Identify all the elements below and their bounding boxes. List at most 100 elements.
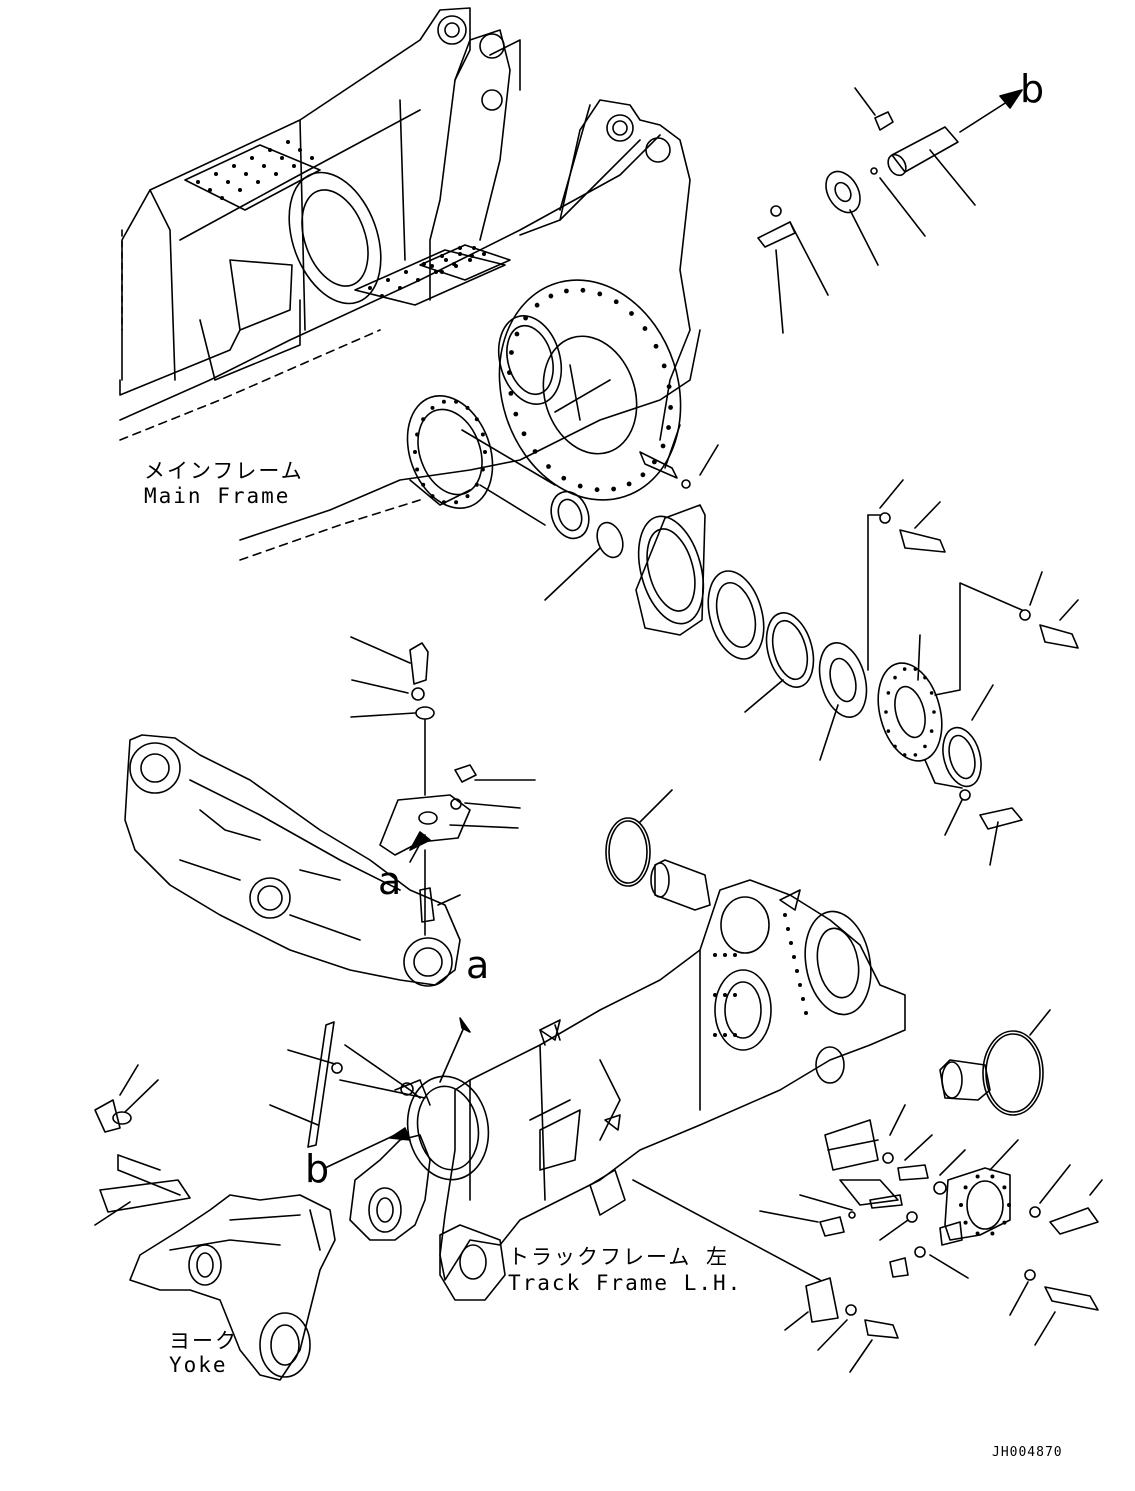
bolt-hole — [465, 405, 470, 410]
main-frame-label-ja: メインフレーム — [144, 459, 304, 483]
main-frame-assembly — [120, 8, 708, 560]
bolt-hole — [893, 675, 897, 680]
bolt-hole — [713, 1033, 717, 1037]
bolt-hole — [430, 405, 435, 410]
bolt-hole — [532, 449, 538, 454]
bolt-hole — [913, 753, 918, 757]
bolt-hole — [514, 331, 520, 337]
bolt-hole — [507, 370, 512, 375]
bolt-hole — [444, 258, 448, 262]
bolt-hole — [508, 391, 514, 396]
bolt-hole — [238, 188, 242, 192]
bolt-hole — [298, 148, 302, 152]
bolt-hole — [196, 180, 200, 184]
bolt-hole — [368, 286, 372, 290]
bolt-hole — [415, 467, 420, 472]
bolt-hole — [792, 955, 796, 959]
bolt-hole — [611, 486, 616, 492]
bolt-hole — [413, 450, 417, 454]
bolt-hole — [548, 293, 554, 299]
bolt-hole — [783, 913, 787, 917]
bolt-hole — [509, 350, 514, 355]
bolt-hole — [660, 443, 666, 449]
bolt-hole — [474, 482, 479, 487]
bolt-hole — [256, 180, 260, 184]
seal-stack-assembly — [545, 425, 1078, 865]
bolt-hole — [404, 270, 408, 274]
bolt-hole — [577, 483, 583, 489]
bolt-hole — [668, 405, 673, 410]
bolt-hole — [723, 1033, 727, 1037]
bolt-hole — [208, 188, 212, 192]
bolt-hole — [929, 729, 934, 733]
bolt-hole — [422, 262, 426, 266]
bolt-hole — [666, 384, 672, 389]
bolt-hole — [483, 450, 487, 454]
reference-b-top: b — [1020, 67, 1045, 111]
bolt-hole — [975, 1174, 980, 1179]
cover-plate-assembly — [351, 637, 535, 935]
bolt-hole — [580, 287, 586, 293]
bolt-hole — [458, 252, 462, 256]
bolt-hole — [480, 432, 485, 437]
bolt-hole — [713, 953, 717, 957]
bolt-hole — [594, 487, 600, 493]
track-frame-label-en: Track Frame L.H. — [508, 1271, 743, 1295]
bolt-hole — [629, 311, 634, 316]
bolt-hole — [480, 467, 485, 472]
bolt-hole — [653, 343, 659, 349]
bolt-hole — [733, 953, 737, 957]
bolt-hole — [454, 500, 459, 505]
bolt-hole — [613, 299, 619, 305]
bolt-hole — [546, 464, 551, 469]
lower-left-fasteners — [270, 1018, 470, 1168]
bolt-hole — [441, 500, 446, 505]
bolt-hole — [561, 475, 567, 481]
bolt-hole — [441, 399, 446, 404]
bolt-hole — [386, 278, 390, 282]
bolt-hole — [640, 472, 646, 478]
bolt-hole — [470, 254, 474, 258]
bolt-hole — [886, 691, 891, 695]
bolt-hole — [262, 164, 266, 168]
bolt-hole — [932, 710, 936, 714]
bolt-hole — [274, 172, 278, 176]
bolt-hole — [430, 494, 435, 499]
bolt-hole — [804, 1011, 808, 1015]
bolt-hole — [597, 291, 603, 297]
bolt-hole — [723, 993, 727, 997]
bolt-hole — [789, 941, 793, 945]
bolt-hole — [1002, 1185, 1007, 1190]
bolt-hole — [523, 315, 529, 321]
bolt-hole — [440, 254, 444, 258]
bolt-hole — [415, 432, 420, 437]
bolt-hole — [292, 164, 296, 168]
bolt-hole — [929, 691, 934, 695]
drawing-code: JH004870 — [992, 1445, 1063, 1460]
yoke-assembly — [95, 1065, 335, 1380]
bolt-hole-pattern — [196, 140, 1011, 1236]
bolt-hole — [651, 459, 657, 465]
track-frame-label-ja: トラックフレーム 左 — [508, 1245, 730, 1269]
bolt-hole — [626, 481, 632, 487]
bolt-hole — [468, 258, 472, 262]
bolt-hole — [380, 294, 384, 298]
bolt-hole — [886, 729, 891, 733]
bolt-hole — [280, 156, 284, 160]
bolt-hole — [666, 425, 671, 430]
bolt-hole — [795, 969, 799, 973]
bolt-hole — [482, 252, 486, 256]
bolt-hole — [661, 363, 667, 369]
yoke-label-ja: ヨーク — [169, 1329, 238, 1353]
main-frame-label-en: Main Frame — [144, 484, 291, 508]
bolt-hole — [474, 417, 479, 422]
bolt-hole — [723, 953, 727, 957]
bolt-hole — [923, 744, 927, 749]
bolt-hole — [416, 278, 420, 282]
bolt-hole — [220, 196, 224, 200]
bolt-hole — [268, 148, 272, 152]
bolt-hole — [902, 667, 907, 671]
bolt-hole — [226, 180, 230, 184]
